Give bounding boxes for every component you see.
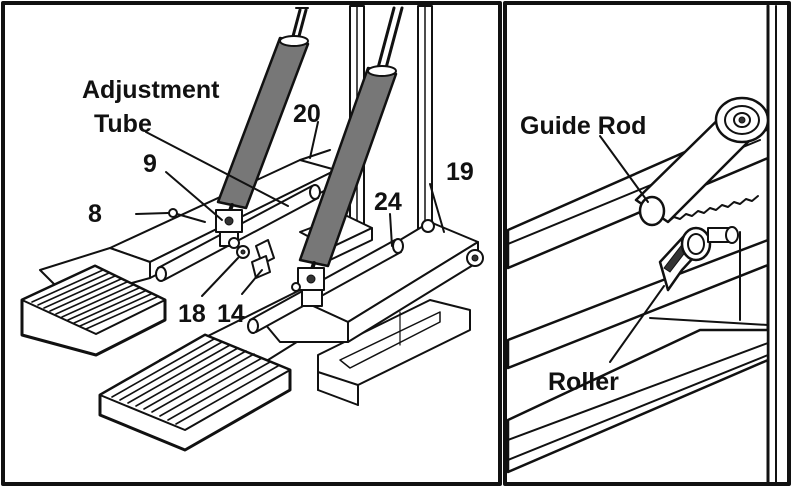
label-part-9: 9: [143, 150, 157, 178]
rear-cylinder: [215, 7, 310, 249]
label-adjustment: Adjustment: [82, 76, 220, 104]
u-bracket: [317, 299, 471, 406]
left-labels: Adjustment Tube 20 9 8 24 19 18 14: [82, 76, 474, 328]
left-leader-lines: [135, 121, 445, 297]
left-panel: Adjustment Tube 20 9 8 24 19 18 14: [20, 5, 484, 452]
label-part-20: 20: [293, 100, 321, 128]
right-foot-plate: [98, 333, 292, 452]
right-leader-lines: [599, 135, 665, 363]
left-foot-plate: [20, 264, 167, 357]
end-cap: [714, 96, 770, 144]
label-part-8: 8: [88, 200, 102, 228]
bolt-part-8: [168, 208, 206, 223]
label-guide-rod: Guide Rod: [520, 112, 646, 140]
label-roller: Roller: [548, 368, 619, 396]
washer-part-18: [236, 245, 250, 259]
roller-bracket: [658, 226, 739, 292]
right-rails: [506, 128, 770, 474]
label-tube: Tube: [94, 110, 152, 138]
label-part-14: 14: [217, 300, 245, 328]
label-part-18: 18: [178, 300, 206, 328]
front-cylinder: [291, 6, 404, 307]
right-labels: Guide Rod Roller: [520, 112, 646, 396]
knob-part-14: [251, 239, 275, 279]
right-panel: Guide Rod Roller: [506, 4, 777, 486]
label-part-24: 24: [374, 188, 402, 216]
label-part-19: 19: [446, 158, 474, 186]
